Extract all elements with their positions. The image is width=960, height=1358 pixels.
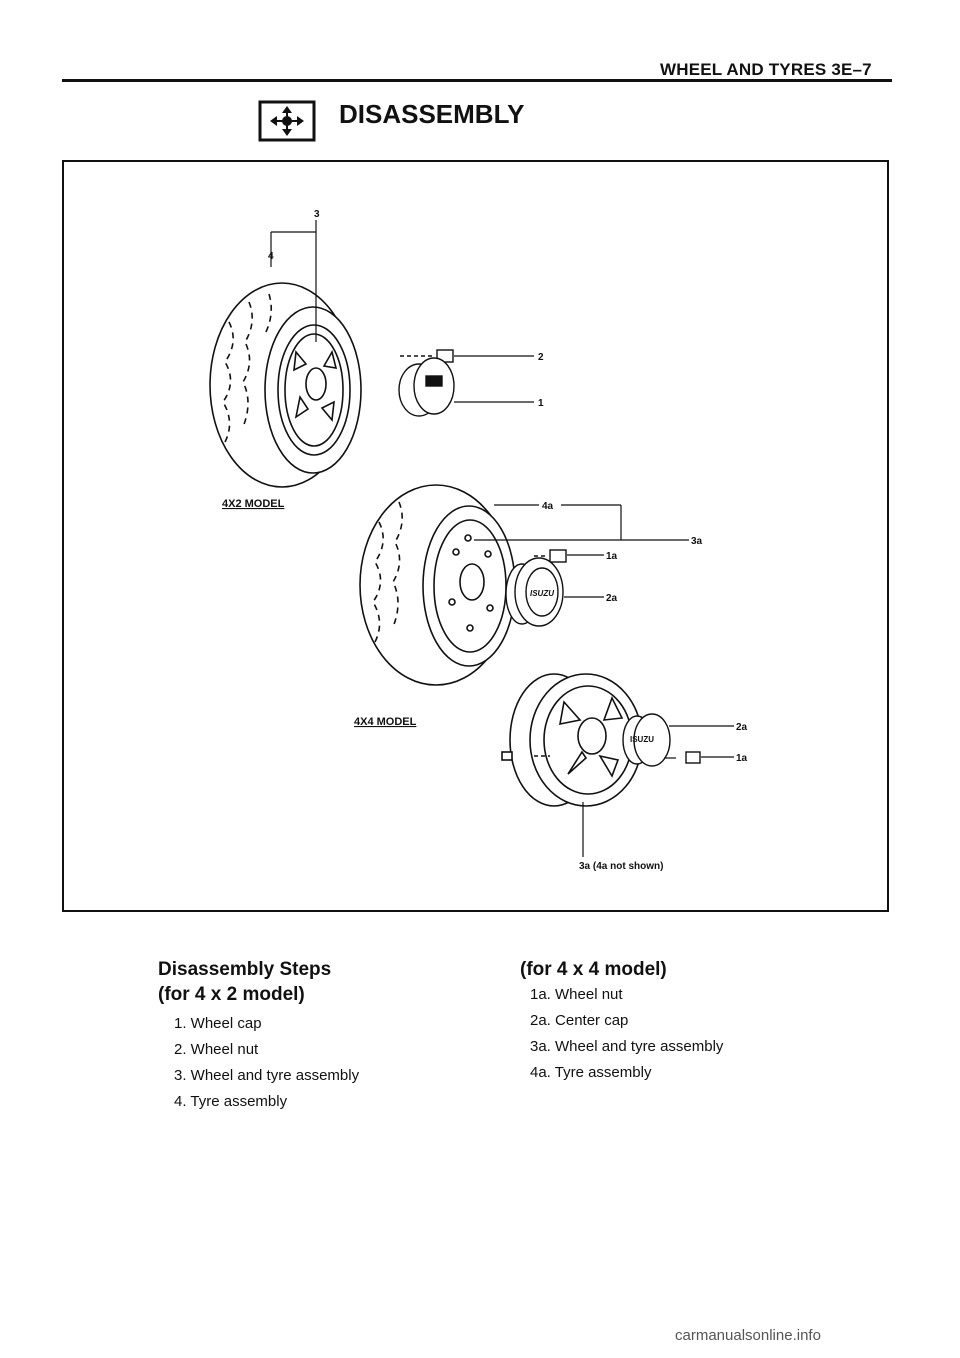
center-cap-alloy: ISUZU (622, 713, 671, 767)
tyre-4x4 (359, 484, 516, 686)
callout-4a: 4a (542, 501, 554, 512)
list-item: 3a. Wheel and tyre assembly (530, 1038, 724, 1055)
disassembly-arrows-icon (258, 100, 316, 142)
steps-4x4: (for 4 x 4 model) 1a. Wheel nut 2a. Cent… (520, 957, 723, 1086)
wheel-nut-alloy (685, 751, 701, 764)
isuzu-logo-cap: ISUZU (530, 589, 554, 598)
watermark-link[interactable]: carmanualsonline.info (675, 1327, 821, 1344)
list-item: 2a. Center cap (530, 1012, 629, 1029)
callout-2: 2 (538, 352, 544, 363)
alloy-wheel (501, 673, 643, 807)
center-cap-2a: ISUZU (505, 557, 564, 627)
list-item: 3. Wheel and tyre assembly (174, 1067, 360, 1084)
steps-heading: Disassembly Steps (158, 959, 332, 980)
steps-4x4-heading: (for 4 x 4 model) (520, 959, 667, 980)
callout-2a: 2a (606, 593, 618, 604)
model-label-4x2: 4X2 MODEL (222, 498, 285, 510)
wheel-nut-1a (534, 549, 567, 563)
header-rule (62, 79, 892, 82)
steps-4x2: Disassembly Steps (for 4 x 2 model) 1. W… (158, 957, 359, 1115)
alloy-caption: 3a (4a not shown) (579, 861, 663, 872)
page-header-title: WHEEL AND TYRES 3E–7 (660, 60, 872, 79)
model-label-4x4: 4X4 MODEL (354, 716, 417, 728)
callout-3a: 3a (691, 536, 703, 547)
callout-alloy-1a: 1a (736, 753, 748, 764)
list-item: 1. Wheel cap (174, 1015, 262, 1032)
callout-3: 3 (314, 209, 320, 220)
callout-4: 4 (268, 251, 274, 262)
section-title: DISASSEMBLY (339, 99, 525, 129)
list-item: 1a. Wheel nut (530, 986, 623, 1003)
isuzu-logo-alloy: ISUZU (630, 735, 654, 744)
list-item: 2. Wheel nut (174, 1041, 259, 1058)
callout-1: 1 (538, 398, 544, 409)
tyre-4x2 (209, 282, 362, 488)
list-item: 4. Tyre assembly (174, 1093, 288, 1110)
exploded-view-figure: 3 4 2 1 4X2 MODEL 4a (62, 160, 889, 912)
callout-1a: 1a (606, 551, 618, 562)
list-item: 4a. Tyre assembly (530, 1064, 652, 1081)
steps-4x2-subheading: (for 4 x 2 model) (158, 984, 305, 1005)
wheel-diagram: 3 4 2 1 4X2 MODEL 4a (209, 209, 748, 872)
wheel-cap-1 (398, 357, 455, 417)
callout-alloy-2a: 2a (736, 722, 748, 733)
